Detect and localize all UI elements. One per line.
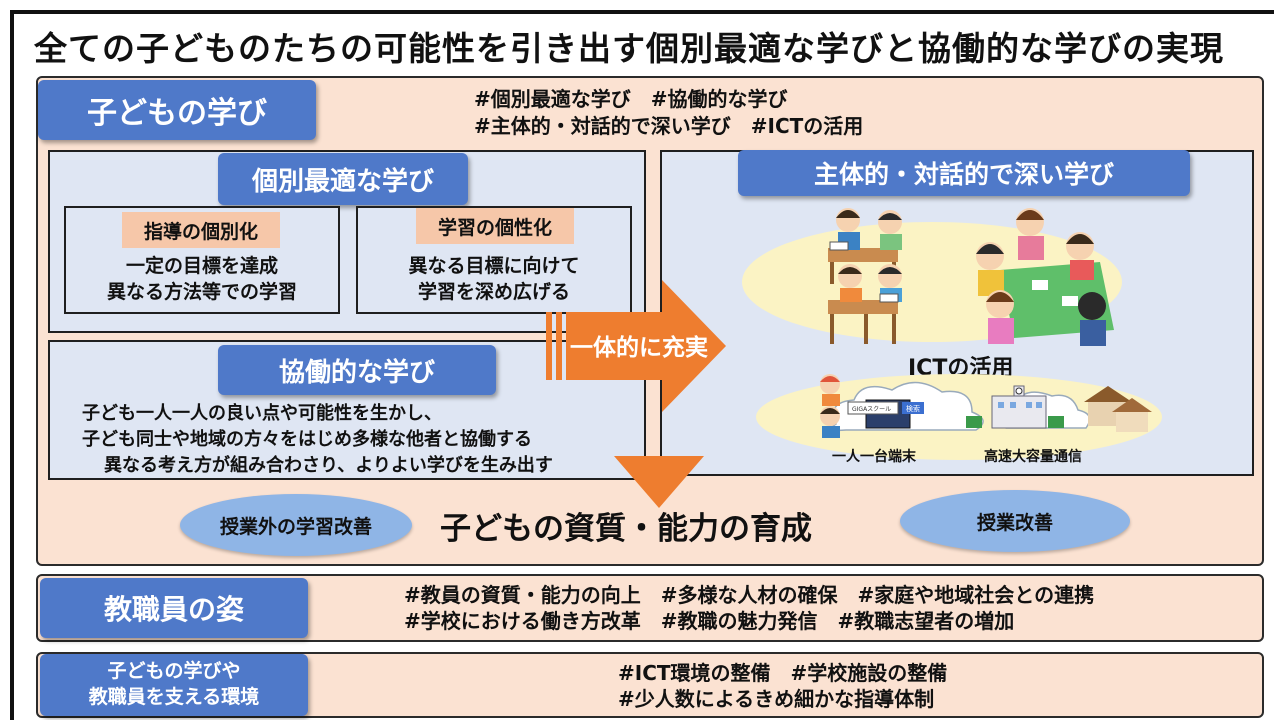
down-arrow [614, 456, 704, 508]
staff-hashtags-1: #教員の資質・能力の向上 #多様な人材の確保 #家庭や地域社会との連携 [404, 583, 1095, 607]
environment-label-line1: 子どもの学びや [107, 660, 241, 683]
individual-learning-header: 個別最適な学び [218, 153, 468, 205]
collaborative-line2: 子ども同士や地域の方々をはじめ多様な他者と協働する [82, 429, 532, 450]
environment-label: 子どもの学びや 教職員を支える環境 [40, 654, 308, 716]
outside-class-improvement-ellipse: 授業外の学習改善 [180, 494, 412, 556]
learning-personalization-line2: 学習を深め広げる [417, 281, 570, 303]
staff-hashtags-2: #学校における働き方改革 #教職の魅力発信 #教職志望者の増加 [404, 609, 1015, 633]
environment-label-line2: 教職員を支える環境 [88, 686, 260, 708]
integration-arrow-label: 一体的に充実 [570, 335, 708, 361]
deep-learning-header: 主体的・対話的で深い学び [738, 150, 1190, 196]
ict-caption-devices: 一人一台端末 [832, 449, 916, 465]
environment-hashtags-1: #ICT環境の整備 #学校施設の整備 [618, 661, 948, 685]
page-title: 全ての子どものたちの可能性を引き出す個別最適な学びと協働的な学びの実現 [34, 29, 1224, 68]
collaborative-line1: 子ども一人一人の良い点や可能性を生かし、 [82, 403, 442, 424]
guidance-individualization-line2: 異なる方法等での学習 [106, 281, 297, 303]
children-learning-hashtags-2: #主体的・対話的で深い学び #ICTの活用 [474, 114, 864, 138]
ict-illustration: GIGAスクール 検索 [820, 374, 1152, 438]
staff-label: 教職員の姿 [40, 578, 308, 638]
integration-arrow [546, 280, 726, 480]
children-learning-hashtags-1: #個別最適な学び #協働的な学び [474, 87, 788, 111]
collaborative-line3: 異なる考え方が組み合わさり、よりよい学びを生み出す [104, 455, 553, 476]
children-learning-label: 子どもの学び [38, 80, 316, 140]
class-improvement-ellipse: 授業改善 [900, 490, 1130, 552]
ict-caption-network: 高速大容量通信 [984, 449, 1082, 465]
environment-hashtags-2: #少人数によるきめ細かな指導体制 [618, 687, 935, 711]
giga-school-text: GIGAスクール [852, 406, 891, 413]
learning-personalization-line1: 異なる目標に向けて [408, 255, 580, 277]
search-button-text: 検索 [906, 404, 920, 413]
guidance-individualization-tag: 指導の個別化 [122, 212, 280, 248]
guidance-individualization-line1: 一定の目標を達成 [125, 255, 278, 277]
collaborative-learning-header: 協働的な学び [218, 345, 496, 395]
learning-personalization-tag: 学習の個性化 [416, 208, 574, 244]
students-illustration [828, 208, 1114, 346]
qualities-abilities-text: 子どもの資質・能力の育成 [440, 511, 812, 547]
